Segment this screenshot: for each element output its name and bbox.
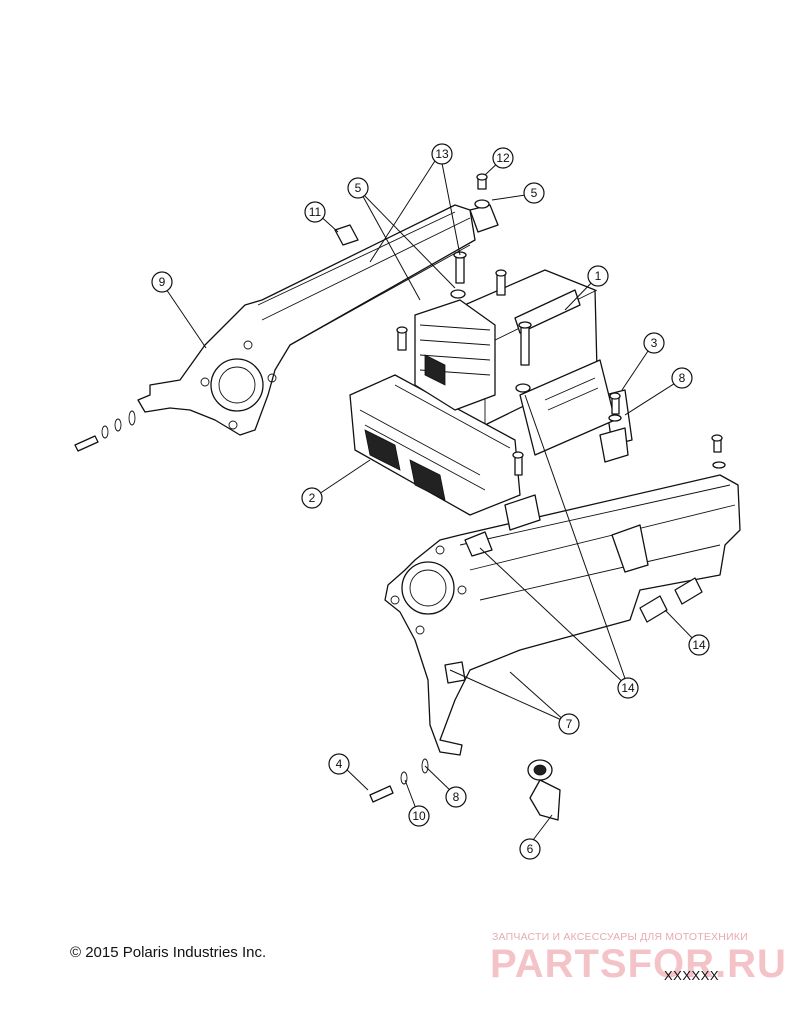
callout-4: 4 (328, 753, 350, 775)
svg-text:13: 13 (435, 147, 449, 161)
svg-text:12: 12 (496, 151, 510, 165)
svg-text:1: 1 (595, 269, 602, 283)
svg-text:14: 14 (621, 681, 635, 695)
callout-14-right: 14 (688, 634, 710, 656)
svg-text:8: 8 (453, 790, 460, 804)
drawing-code: XXXXXX (664, 968, 720, 983)
svg-text:7: 7 (566, 717, 573, 731)
watermark-tagline: ЗАПЧАСТИ И АКСЕССУАРЫ ДЛЯ МОТОТЕХНИКИ (492, 931, 748, 943)
callout-10: 10 (408, 805, 430, 827)
svg-text:6: 6 (527, 842, 534, 856)
svg-text:11: 11 (309, 205, 322, 219)
callout-12: 12 (492, 147, 514, 169)
fasteners (74, 173, 726, 803)
copyright-notice: © 2015 Polaris Industries Inc. (70, 944, 267, 961)
callout-11: 11 (304, 201, 326, 223)
svg-text:9: 9 (159, 275, 166, 289)
callout-8-right: 8 (671, 367, 693, 389)
callout-5-right: 5 (523, 182, 545, 204)
callout-13: 13 (431, 143, 453, 165)
upper-mounting-bracket (137, 204, 499, 436)
svg-text:14: 14 (692, 638, 706, 652)
svg-text:4: 4 (336, 757, 343, 771)
callout-1: 1 (587, 265, 609, 287)
callout-3: 3 (643, 332, 665, 354)
callout-14-center: 14 (617, 677, 639, 699)
callout-7: 7 (558, 713, 580, 735)
svg-text:5: 5 (355, 181, 362, 195)
callout-2: 2 (301, 487, 323, 509)
watermark-logo: PARTSFOR.RU (490, 942, 787, 986)
svg-text:2: 2 (309, 491, 316, 505)
svg-text:5: 5 (531, 186, 538, 200)
callout-8-lower: 8 (445, 786, 467, 808)
callout-6: 6 (519, 838, 541, 860)
callout-9: 9 (151, 271, 173, 293)
callout-5-left: 5 (347, 177, 369, 199)
ecu-connector-assembly (349, 299, 629, 531)
svg-text:3: 3 (651, 336, 658, 350)
svg-text:10: 10 (412, 809, 426, 823)
accessory-socket (527, 759, 561, 821)
svg-text:8: 8 (679, 371, 686, 385)
